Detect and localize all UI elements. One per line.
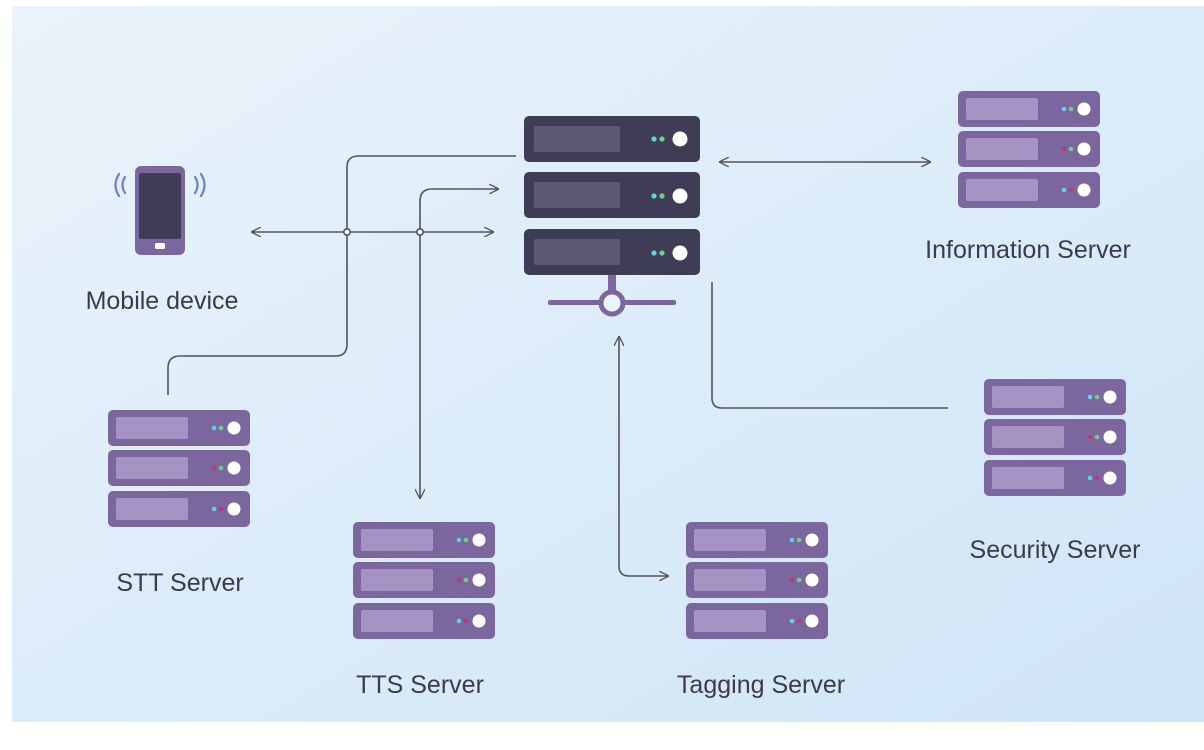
tagging-server-label: Tagging Server: [677, 671, 845, 699]
information-server-icon: [958, 91, 1100, 208]
connector-central-tagging: [619, 337, 668, 576]
central-server-icon: [524, 116, 700, 317]
stt-server-icon: [108, 410, 250, 527]
central-unit: [524, 172, 700, 218]
security-server-label: Security Server: [970, 536, 1141, 564]
crossing-hop-tts: [415, 228, 424, 237]
tagging-server-icon: [686, 522, 828, 639]
stt-server-label: STT Server: [116, 569, 243, 597]
central-unit: [524, 229, 700, 275]
tts-server-label: TTS Server: [356, 671, 484, 699]
tts-server-icon: [353, 522, 495, 639]
connector-stt-central: [167, 155, 516, 395]
connector-central-tts: [420, 189, 498, 498]
signal-waves-icon: [114, 172, 206, 198]
server-stand: [548, 275, 676, 317]
mobile-device-label: Mobile device: [86, 287, 239, 315]
central-unit: [524, 116, 700, 162]
connector-central-security: [711, 282, 948, 409]
crossing-hop-stt: [342, 228, 351, 237]
security-server-icon: [984, 379, 1126, 496]
information-server-label: Information Server: [925, 236, 1131, 264]
smartphone-icon: [114, 166, 206, 255]
